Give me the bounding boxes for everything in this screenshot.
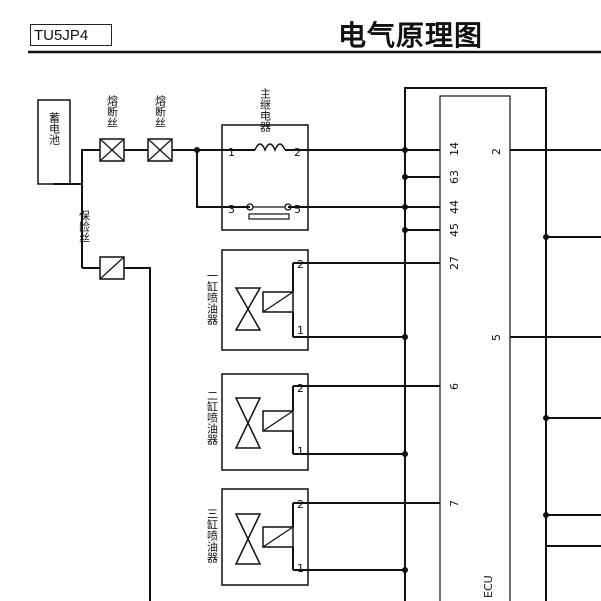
injector-2-pin-2: 2 <box>297 382 304 395</box>
injector-1-pin-1: 1 <box>297 324 304 337</box>
ecu-pin-63: 63 <box>448 170 461 184</box>
ecu-pin-45: 45 <box>448 223 461 237</box>
injector-2-box <box>221 373 309 471</box>
ecu-pin-6: 6 <box>448 383 461 390</box>
relay-pin-3: 3 <box>228 203 235 216</box>
relay-pin-5: 5 <box>294 203 301 216</box>
ecu-label: ECU <box>482 575 495 598</box>
relay-pin-1: 1 <box>228 146 235 159</box>
injector-3-label: 三缸喷油器 <box>206 508 219 564</box>
ecu-pin-14: 14 <box>448 142 461 156</box>
injector-2-label: 二缸喷油器 <box>206 390 219 446</box>
injector-3-pin-2: 2 <box>297 498 304 511</box>
injector-1-pin-2: 2 <box>297 258 304 271</box>
injector-1-label: 一缸喷油器 <box>206 270 219 326</box>
ecu-pin-27: 27 <box>448 256 461 270</box>
main-relay-box <box>221 124 309 231</box>
page-title: 电气原理图 <box>338 19 484 52</box>
ecu-right-pin-5: 5 <box>490 334 503 341</box>
fuse-1-label: 熔断丝 <box>106 94 119 128</box>
relay-pin-2: 2 <box>294 146 301 159</box>
fuse-lower-label: 保险丝 <box>78 209 91 243</box>
ecu-inner <box>439 95 511 601</box>
battery-label: 蓄电池 <box>48 112 61 145</box>
ecu-pin-7: 7 <box>448 500 461 507</box>
injector-3-box <box>221 488 309 586</box>
document-code: TU5JP4 <box>30 24 112 46</box>
ecu-outer <box>404 87 547 601</box>
injector-1-box <box>221 249 309 351</box>
fuse-2-label: 熔断丝 <box>154 94 167 128</box>
relay-label: 主继电器 <box>259 88 272 133</box>
injector-2-pin-1: 1 <box>297 445 304 458</box>
ecu-pin-44: 44 <box>448 200 461 214</box>
ecu-right-pin-2: 2 <box>490 148 503 155</box>
injector-3-pin-1: 1 <box>297 562 304 575</box>
